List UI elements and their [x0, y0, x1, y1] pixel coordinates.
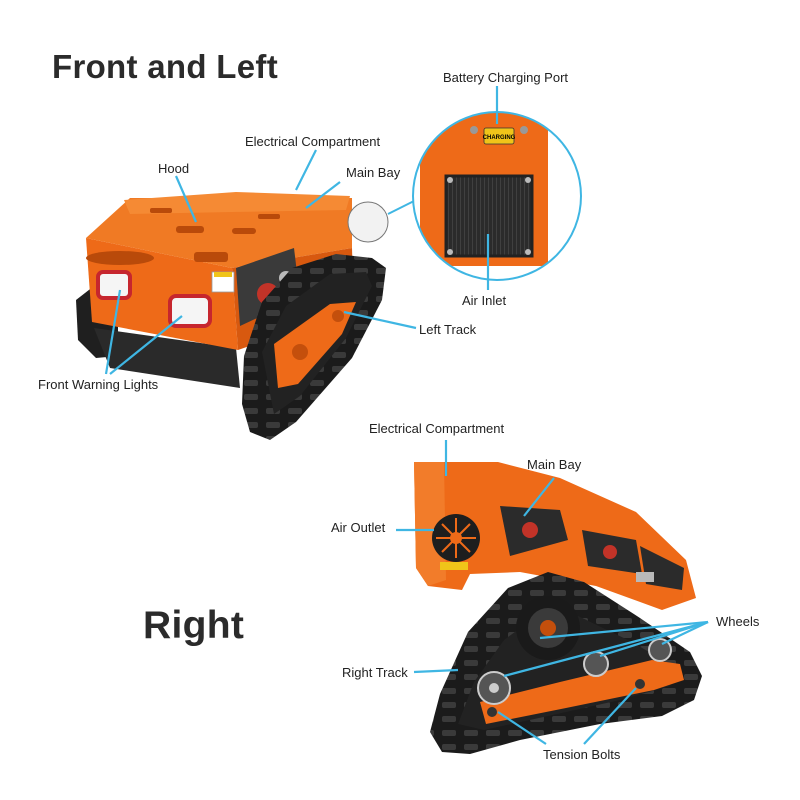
leader-wheels-4: [661, 621, 709, 645]
label-main-bay-top: Main Bay: [346, 165, 401, 180]
leader-tension-bolts-1: [497, 711, 547, 745]
hood-ridge: [124, 192, 350, 214]
lower-skirt: [94, 328, 240, 388]
front-left-mower: [76, 192, 386, 440]
label-front-warning-lights: Front Warning Lights: [38, 377, 159, 392]
leader-wheels-3: [599, 620, 709, 658]
leader-main-bay-right: [523, 477, 555, 517]
right-sticker: [440, 562, 468, 570]
warning-light-left: [96, 270, 132, 300]
leader-hood: [174, 175, 198, 223]
leader-front-warning-light-2: [109, 315, 183, 375]
leader-tension-bolts-2: [583, 687, 637, 745]
leader-left-track: [343, 310, 417, 330]
leader-main-bay-top: [305, 181, 341, 209]
zoom-source-circle: [347, 201, 389, 243]
label-wheels: Wheels: [716, 614, 760, 629]
leader-wheels-1: [539, 620, 709, 640]
label-tension-bolts: Tension Bolts: [543, 747, 621, 762]
tension-bolt: [487, 707, 497, 717]
tension-bolt: [635, 679, 645, 689]
leader-right-track: [413, 668, 459, 674]
wheel: [648, 638, 672, 662]
leader-lines: [104, 86, 709, 745]
label-air-inlet: Air Inlet: [462, 293, 507, 308]
leader-electrical-compartment-top: [295, 149, 317, 191]
label-main-bay-right: Main Bay: [527, 457, 582, 472]
label-electrical-compartment-right: Electrical Compartment: [369, 421, 505, 436]
hood-vents: [86, 208, 280, 265]
label-hood: Hood: [158, 161, 190, 176]
leader-wheels-2: [503, 620, 709, 678]
heading-front-and-left: Front and Left: [52, 48, 278, 85]
charging-port-sticker-text: CHARGING: [483, 135, 516, 141]
label-electrical-compartment-top: Electrical Compartment: [245, 134, 381, 149]
zoom-detail: CHARGING: [347, 111, 582, 281]
right-track-frame: [480, 660, 684, 724]
charging-port-sticker: [483, 127, 515, 145]
body-top: [86, 198, 352, 268]
label-right-track: Right Track: [342, 665, 408, 680]
label-battery-charging-port: Battery Charging Port: [443, 70, 569, 85]
heading-right: Right: [143, 604, 245, 647]
track-frame: [274, 302, 356, 388]
label-left-track: Left Track: [419, 322, 477, 337]
right-mower: [414, 462, 702, 754]
label-air-outlet: Air Outlet: [331, 520, 386, 535]
leader-front-warning-light-1: [104, 289, 122, 375]
